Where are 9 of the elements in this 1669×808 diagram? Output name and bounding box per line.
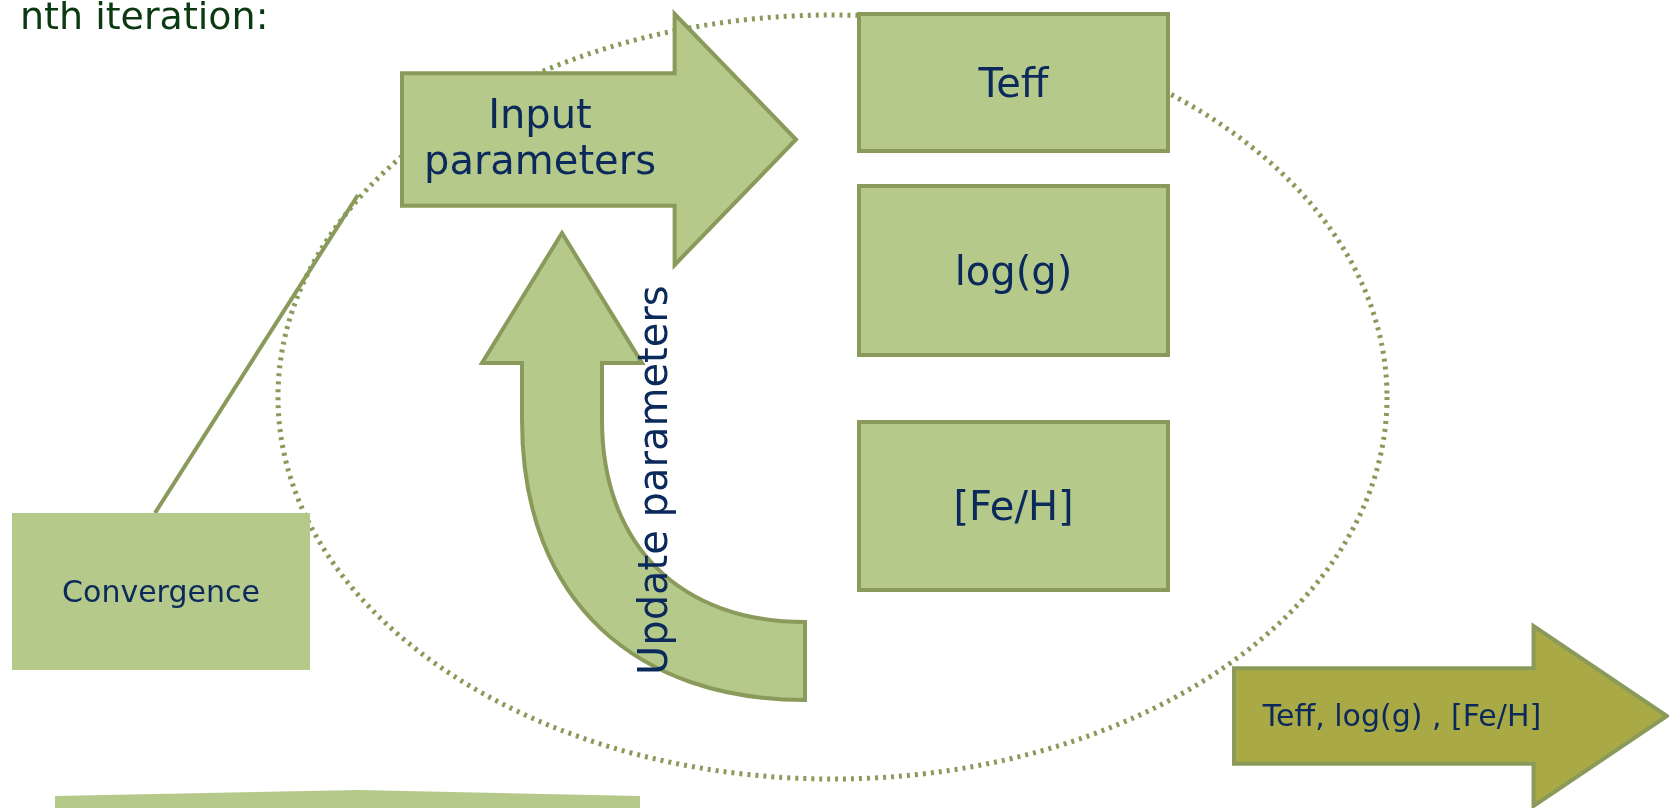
- arrow-label: Input parameters: [423, 90, 657, 185]
- parameter-box: Teff: [857, 12, 1170, 153]
- arrow-label: Teff, log(g) , [Fe/H]: [1261, 696, 1543, 735]
- parameter-box: Convergence: [12, 513, 310, 670]
- parameter-box: log(g): [857, 184, 1170, 357]
- leader-line: [153, 193, 360, 515]
- heading: nth iteration:: [20, 0, 269, 38]
- parameter-box: [Fe/H]: [857, 420, 1170, 592]
- arrow-label: Update parameters: [629, 284, 677, 677]
